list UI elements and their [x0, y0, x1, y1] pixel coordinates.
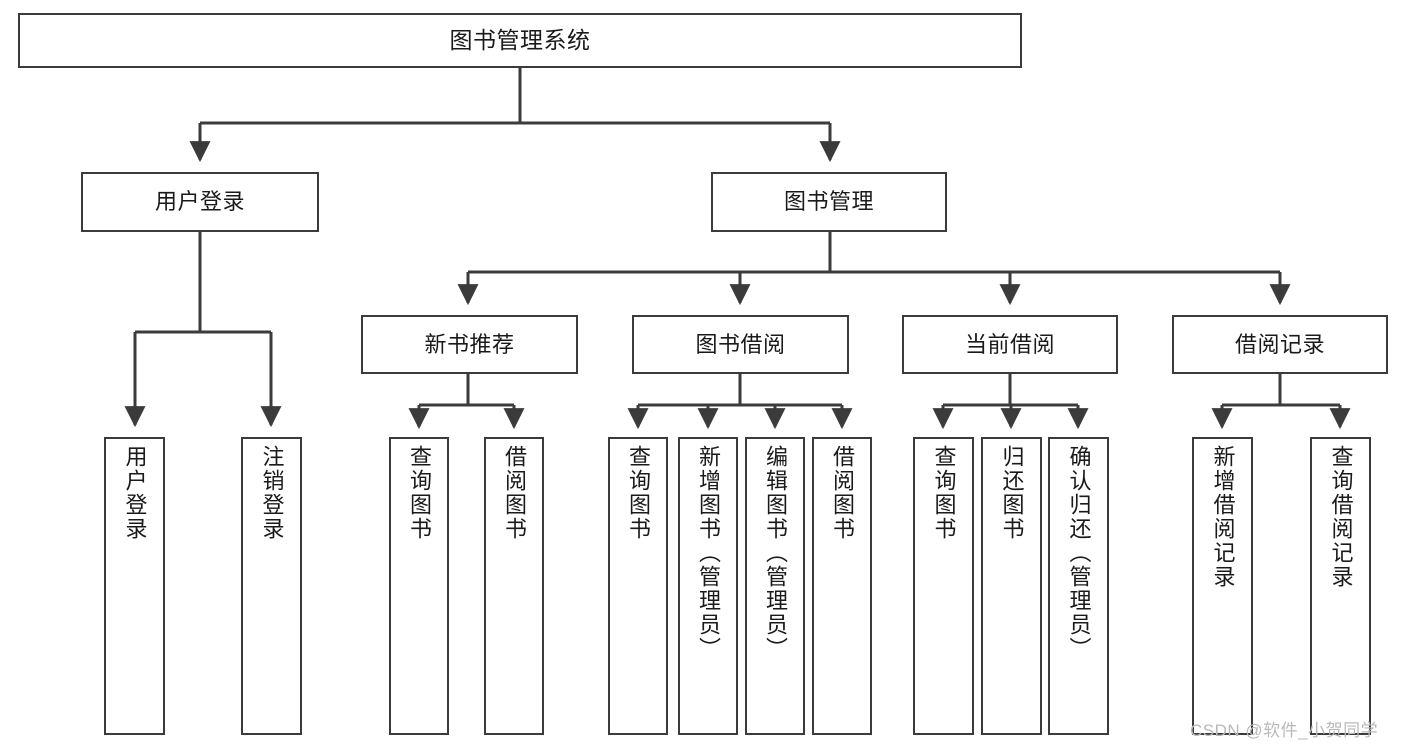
node-root-system[interactable]: 图书管理系统 — [18, 13, 1022, 68]
node-label: 新增借阅记录 — [1210, 445, 1236, 589]
node-label: 当前借阅 — [964, 331, 1055, 357]
node-label: 借阅记录 — [1234, 331, 1325, 357]
node-label: 新书推荐 — [424, 331, 515, 357]
node-label: 查询图书 — [931, 445, 957, 541]
node-leaf-edit-book-admin[interactable]: 编辑图书（管理员） — [745, 437, 805, 735]
node-label: 用户登录 — [122, 445, 148, 541]
node-leaf-confirm-return-admin[interactable]: 确认归还（管理员） — [1048, 437, 1109, 735]
node-label: 查询图书 — [406, 445, 432, 541]
node-current-borrow[interactable]: 当前借阅 — [902, 315, 1118, 374]
node-leaf-query-book-3[interactable]: 查询图书 — [913, 437, 974, 735]
node-label: 借阅图书 — [501, 445, 527, 541]
node-label: 用户登录 — [154, 189, 245, 215]
node-leaf-query-book-1[interactable]: 查询图书 — [389, 437, 449, 735]
node-label: 图书借阅 — [695, 331, 786, 357]
node-label: 查询借阅记录 — [1328, 445, 1354, 589]
node-leaf-return-book[interactable]: 归还图书 — [981, 437, 1042, 735]
node-leaf-add-book-admin[interactable]: 新增图书（管理员） — [678, 437, 738, 735]
node-label: 查询图书 — [625, 445, 651, 541]
node-leaf-user-login[interactable]: 用户登录 — [104, 437, 165, 735]
node-leaf-logout-login[interactable]: 注销登录 — [241, 437, 302, 735]
node-label: 借阅图书 — [829, 445, 855, 541]
node-label: 图书管理 — [783, 189, 874, 215]
node-label: 图书管理系统 — [449, 26, 591, 53]
node-label: 编辑图书（管理员） — [762, 445, 788, 661]
node-leaf-query-borrow-record[interactable]: 查询借阅记录 — [1310, 437, 1371, 735]
node-label: 注销登录 — [259, 445, 285, 541]
node-label: 归还图书 — [999, 445, 1025, 541]
node-book-manage[interactable]: 图书管理 — [711, 172, 947, 232]
node-leaf-query-book-2[interactable]: 查询图书 — [608, 437, 668, 735]
node-user-login[interactable]: 用户登录 — [81, 172, 319, 232]
node-leaf-add-borrow-record[interactable]: 新增借阅记录 — [1192, 437, 1253, 735]
node-new-book-recommend[interactable]: 新书推荐 — [361, 315, 578, 374]
node-borrow-record[interactable]: 借阅记录 — [1172, 315, 1388, 374]
node-label: 确认归还（管理员） — [1066, 445, 1092, 661]
node-book-borrow[interactable]: 图书借阅 — [632, 315, 849, 374]
node-label: 新增图书（管理员） — [695, 445, 721, 661]
node-leaf-borrow-book-2[interactable]: 借阅图书 — [812, 437, 872, 735]
node-leaf-borrow-book-1[interactable]: 借阅图书 — [484, 437, 544, 735]
